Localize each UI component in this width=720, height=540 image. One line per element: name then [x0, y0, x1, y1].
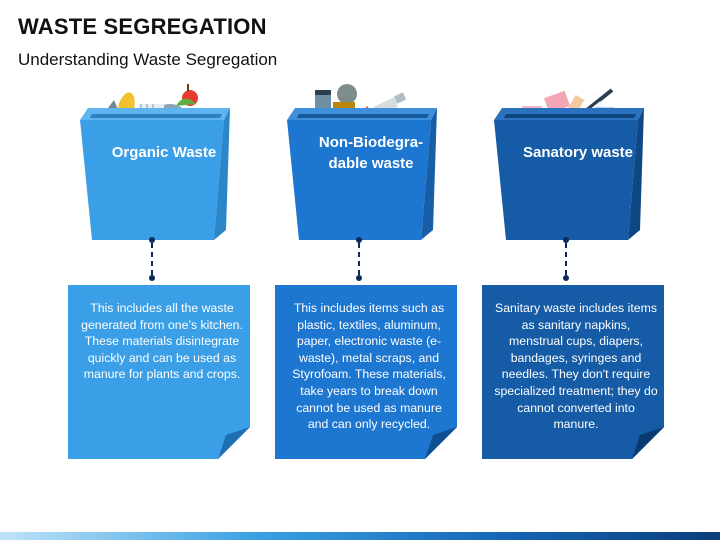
non-biodegradable-description-text: This includes items such as plastic, tex… [292, 301, 446, 432]
non-biodegradable-label: Non-Biodegra-dable waste [318, 134, 424, 172]
medical-bin-icon [494, 88, 644, 240]
organic-description-text: This includes all the waste generated fr… [81, 301, 243, 382]
column-organic: Organic Waste This includes all the wast… [68, 80, 270, 460]
dashed-connector [356, 237, 362, 281]
sanitary-waste-label: Sanatory waste [522, 144, 634, 161]
dashed-connector [563, 237, 569, 281]
recycle-bin-icon [287, 84, 437, 240]
dashed-connector [149, 237, 155, 281]
organic-bin-icon [80, 84, 230, 240]
page-subtitle: Understanding Waste Segregation [18, 50, 278, 69]
sanitary-description-card [482, 285, 664, 459]
organic-description-card [68, 285, 250, 459]
column-sanitary: Sanatory waste Sanitary waste includes i… [482, 80, 684, 460]
organic-waste-label: Organic Waste [111, 144, 217, 161]
sanitary-description-text: Sanitary waste includes items as sanitar… [494, 301, 658, 432]
bottom-accent-bar [0, 532, 720, 540]
column-non-biodegradable: Non-Biodegra-dable waste This includes i… [275, 80, 477, 460]
non-biodegradable-description-card [275, 285, 457, 459]
page-title: WASTE SEGREGATION [18, 14, 267, 39]
